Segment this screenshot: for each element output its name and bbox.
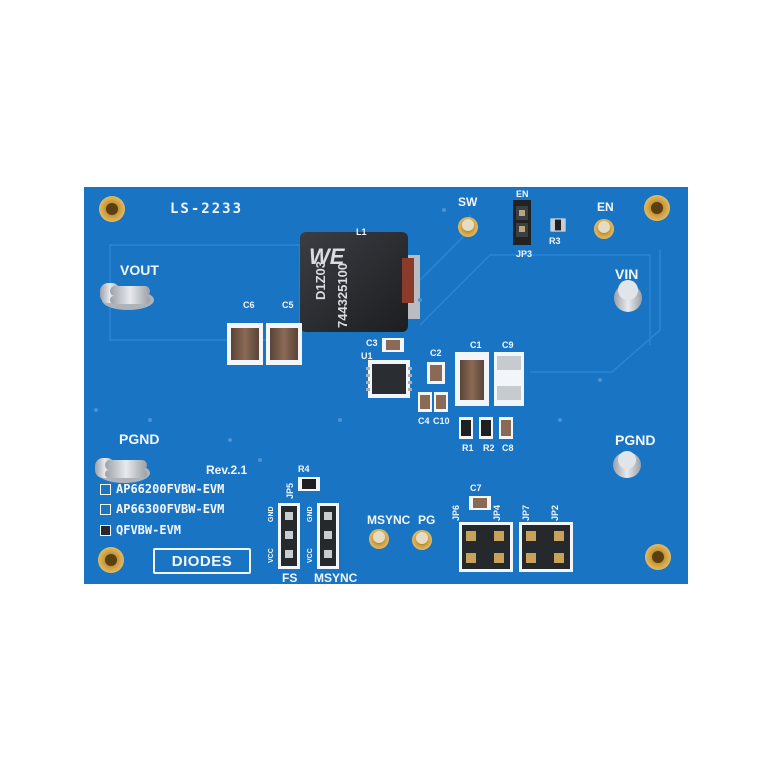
label-r2: R2 (483, 443, 495, 453)
msync-header (317, 503, 339, 569)
en-test-pin (594, 219, 614, 239)
pgnd-right-label: PGND (615, 432, 656, 448)
capacitor-c2 (427, 362, 445, 384)
inductor-brand-logo: WE (309, 244, 345, 269)
resistor-r4 (298, 477, 320, 491)
label-u1: U1 (361, 351, 373, 361)
vin-label: VIN (615, 266, 639, 282)
inductor-part-number: 744325100 (335, 262, 350, 328)
label-c6: C6 (243, 300, 255, 310)
pg-label: PG (418, 513, 436, 527)
capacitor-c8 (499, 417, 513, 439)
capacitor-c4 (418, 392, 432, 412)
mounting-hole-top-left (99, 196, 125, 222)
vin-terminal-post (614, 280, 642, 312)
resistor-r1 (459, 417, 473, 439)
vout-label: VOUT (120, 262, 159, 278)
label-jp5-gnd: GND (268, 506, 275, 522)
capacitor-c1 (455, 352, 489, 406)
label-msync-vcc: VCC (307, 548, 314, 563)
inductor-lot-code: D1Z03 (313, 260, 328, 300)
variant-label-2: AP66300FVBW-EVM (116, 502, 225, 516)
label-c8: C8 (502, 443, 514, 453)
label-jp6: JP6 (451, 504, 461, 521)
sw-label: SW (458, 195, 478, 209)
variant-checkbox-3 (100, 525, 111, 536)
en-label: EN (597, 200, 614, 214)
capacitor-c10 (434, 392, 448, 412)
capacitor-c7 (469, 496, 491, 510)
ic-u1 (366, 360, 412, 398)
label-jp4: JP4 (492, 504, 502, 521)
jp5-header (278, 503, 300, 569)
label-msync-header: MSYNC (314, 571, 358, 585)
inductor-l1 (300, 232, 420, 332)
mounting-hole-top-right (644, 195, 670, 221)
label-jp3-en: EN (516, 189, 529, 199)
jp3-header (513, 200, 531, 245)
label-jp7: JP7 (521, 504, 531, 521)
label-c4: C4 (418, 416, 430, 426)
pgnd-left-label: PGND (119, 431, 160, 447)
label-jp3: JP3 (516, 249, 533, 259)
label-c10: C10 (433, 416, 450, 426)
mounting-hole-bottom-left (98, 547, 124, 573)
label-c5: C5 (282, 300, 294, 310)
capacitor-c3 (382, 338, 404, 352)
label-c2: C2 (430, 348, 442, 358)
label-jp5: JP5 (285, 482, 295, 499)
label-r1: R1 (462, 443, 474, 453)
label-r4: R4 (298, 464, 310, 474)
pgnd-right-terminal-post (613, 451, 641, 478)
msync-label: MSYNC (367, 513, 411, 527)
board-id-label: LS-2233 (170, 201, 244, 217)
label-msync-gnd: GND (307, 506, 314, 522)
mounting-hole-bottom-right (645, 544, 671, 570)
variant-checkbox-1 (100, 484, 111, 495)
label-r3: R3 (549, 236, 561, 246)
label-jp5-vcc: VCC (268, 548, 275, 563)
capacitor-c6 (227, 323, 263, 365)
pgnd-left-terminal-post (95, 458, 150, 483)
label-c7: C7 (470, 483, 482, 493)
variant-checkbox-2 (100, 504, 111, 515)
pg-test-pin (412, 530, 432, 550)
jp7-jp2-header (519, 522, 573, 572)
label-jp2: JP2 (550, 504, 560, 521)
label-c3: C3 (366, 338, 378, 348)
jp6-jp4-header (459, 522, 513, 572)
vout-terminal-post (100, 283, 154, 310)
sw-test-pin (458, 217, 478, 237)
capacitor-c9 (494, 352, 524, 406)
revision-label: Rev.2.1 (206, 463, 248, 477)
msync-test-pin (369, 529, 389, 549)
inductor-ref-label: L1 (356, 227, 367, 237)
diodes-logo: DIODES (153, 548, 251, 574)
label-c1: C1 (470, 340, 482, 350)
variant-label-1: AP66200FVBW-EVM (116, 482, 225, 496)
variant-label-3: QFVBW-EVM (116, 523, 182, 537)
label-fs: FS (282, 571, 298, 585)
label-c9: C9 (502, 340, 514, 350)
r3-resistor (550, 218, 566, 232)
capacitor-c5 (266, 323, 302, 365)
resistor-r2 (479, 417, 493, 439)
